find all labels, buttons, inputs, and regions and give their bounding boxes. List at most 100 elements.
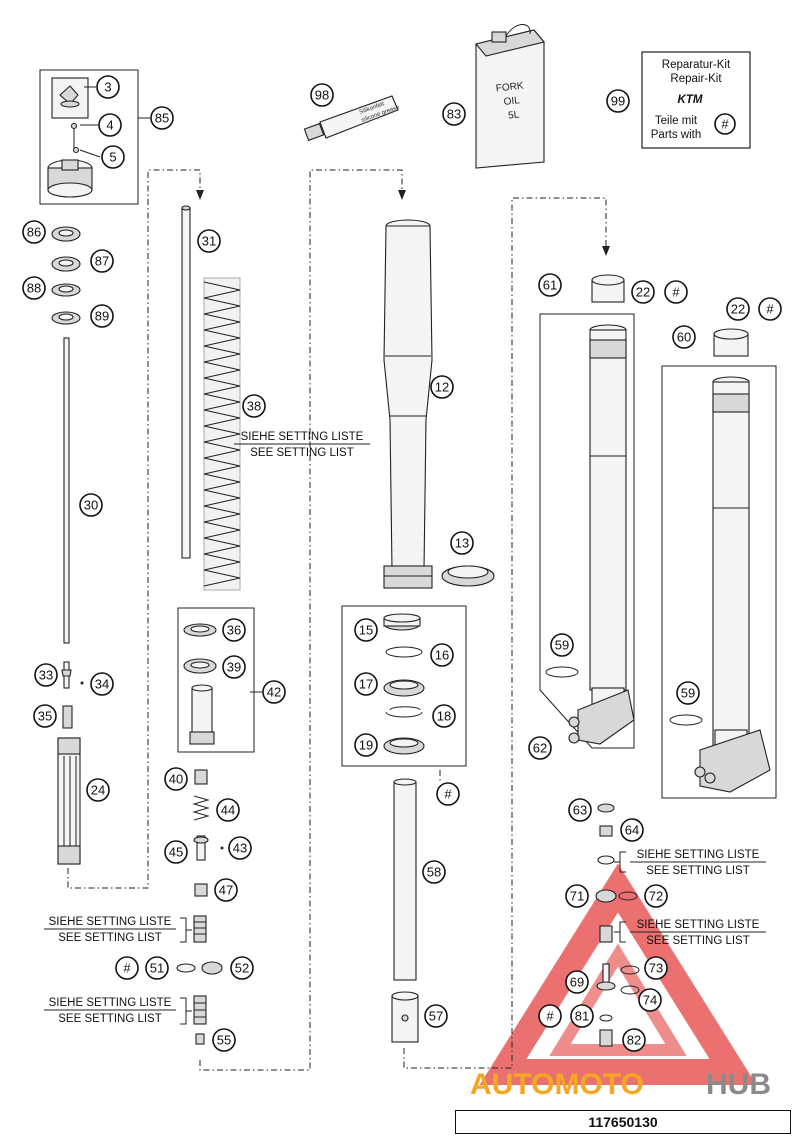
svg-text:45: 45 <box>169 845 183 860</box>
callout-43: 43 <box>228 836 252 860</box>
callout-51: 51 <box>145 956 169 980</box>
svg-text:69: 69 <box>570 975 584 990</box>
washers-86-89 <box>51 226 81 325</box>
part-13-nut <box>441 565 495 587</box>
callout-hash-81: # <box>538 1004 562 1028</box>
svg-text:SIEHE SETTING LISTE: SIEHE SETTING LISTE <box>637 849 760 861</box>
box-42 <box>177 607 255 753</box>
callout-87: 87 <box>90 249 114 273</box>
svg-text:85: 85 <box>155 111 169 126</box>
callout-69: 69 <box>565 970 589 994</box>
callout-74: 74 <box>638 988 662 1012</box>
callout-22-b: 22 <box>726 297 750 321</box>
callout-34: 34 <box>90 672 114 696</box>
callout-81: 81 <box>570 1004 594 1028</box>
svg-text:AUTOMOTO: AUTOMOTO <box>470 1068 644 1101</box>
parts-40-47 <box>192 769 224 897</box>
callout-44: 44 <box>216 798 240 822</box>
part-83-oil-can: FORK OIL 5L <box>475 24 545 169</box>
svg-text:55: 55 <box>217 1033 231 1048</box>
svg-text:58: 58 <box>427 865 441 880</box>
assembly-flow-lines <box>67 169 610 1071</box>
svg-text:22: 22 <box>636 285 650 300</box>
callout-30: 30 <box>79 493 103 517</box>
svg-text:KTM: KTM <box>678 94 703 106</box>
svg-text:17: 17 <box>359 677 373 692</box>
callout-31: 31 <box>197 229 221 253</box>
callout-hash-22-b: # <box>758 297 782 321</box>
svg-text:61: 61 <box>543 278 557 293</box>
svg-text:16: 16 <box>435 648 449 663</box>
callout-hash-22-a: # <box>664 280 688 304</box>
svg-text:86: 86 <box>27 225 41 240</box>
part-24-cartridge <box>57 737 81 865</box>
callout-33: 33 <box>34 663 58 687</box>
svg-text:FORK: FORK <box>495 81 524 95</box>
svg-text:33: 33 <box>39 668 53 683</box>
svg-text:12: 12 <box>435 380 449 395</box>
callout-64: 64 <box>620 818 644 842</box>
svg-text:19: 19 <box>359 738 373 753</box>
svg-text:18: 18 <box>437 709 451 724</box>
part-99-repair-kit-card: Reparatur-Kit Repair-Kit KTM Teile mit P… <box>641 51 751 149</box>
callout-hash-51: # <box>115 956 139 980</box>
svg-text:SIEHE SETTING LISTE: SIEHE SETTING LISTE <box>49 916 172 928</box>
callout-60: 60 <box>672 325 696 349</box>
callout-55: 55 <box>212 1028 236 1052</box>
svg-text:88: 88 <box>27 281 41 296</box>
callout-71: 71 <box>565 884 589 908</box>
svg-text:15: 15 <box>359 623 373 638</box>
svg-text:36: 36 <box>227 623 241 638</box>
svg-text:63: 63 <box>573 803 587 818</box>
callout-83: 83 <box>442 102 466 126</box>
callout-47: 47 <box>214 878 238 902</box>
box-61 <box>539 313 635 749</box>
svg-text:Reparatur-Kit: Reparatur-Kit <box>662 59 731 71</box>
callout-16: 16 <box>430 643 454 667</box>
svg-text:3: 3 <box>104 80 111 95</box>
bottom-valve-parts <box>595 803 640 1047</box>
svg-text:SEE SETTING LIST: SEE SETTING LIST <box>646 865 750 877</box>
svg-text:22: 22 <box>731 302 745 317</box>
part-60-outer-tube <box>669 376 771 793</box>
reference-number-box: 117650130 <box>455 1110 791 1134</box>
svg-text:SEE SETTING LIST: SEE SETTING LIST <box>250 447 354 459</box>
callout-85: 85 <box>150 106 174 130</box>
callout-39: 39 <box>222 655 246 679</box>
shim-stacks <box>176 915 223 1045</box>
callout-12: 12 <box>430 375 454 399</box>
callout-35: 35 <box>33 704 57 728</box>
seal-kit-15-19 <box>383 613 425 755</box>
callout-82: 82 <box>622 1028 646 1052</box>
callout-72: 72 <box>644 884 668 908</box>
svg-text:82: 82 <box>627 1033 641 1048</box>
svg-text:62: 62 <box>533 741 547 756</box>
svg-text:HUB: HUB <box>706 1068 771 1101</box>
callout-17: 17 <box>354 672 378 696</box>
svg-text:51: 51 <box>150 961 164 976</box>
repair-kit-hash-symbol: # <box>714 113 736 135</box>
parts-36-39-42 <box>183 623 217 745</box>
leader-lines <box>79 86 262 693</box>
svg-text:SIEHE SETTING LISTE: SIEHE SETTING LISTE <box>49 997 172 1009</box>
parts-33-35 <box>61 661 84 729</box>
svg-text:44: 44 <box>221 803 235 818</box>
part-38-spring <box>203 277 241 591</box>
svg-text:SEE SETTING LIST: SEE SETTING LIST <box>58 932 162 944</box>
part-12-upper-tube <box>383 219 433 589</box>
callout-45: 45 <box>164 840 188 864</box>
callout-52: 52 <box>230 956 254 980</box>
svg-text:24: 24 <box>91 783 105 798</box>
svg-text:34: 34 <box>95 677 109 692</box>
box-60 <box>661 365 777 799</box>
setting-note-valve-2: SIEHE SETTING LISTE SEE SETTING LIST <box>614 919 766 947</box>
box-85 <box>39 69 139 205</box>
svg-text:OIL: OIL <box>503 95 521 108</box>
svg-text:87: 87 <box>95 254 109 269</box>
svg-text:57: 57 <box>429 1009 443 1024</box>
svg-text:Teile mit: Teile mit <box>655 115 698 127</box>
part-58-tube <box>393 778 417 981</box>
svg-text:47: 47 <box>219 883 233 898</box>
setting-note-shim-lower: SIEHE SETTING LISTE SEE SETTING LIST <box>44 997 192 1025</box>
svg-text:SIEHE SETTING LISTE: SIEHE SETTING LISTE <box>637 919 760 931</box>
